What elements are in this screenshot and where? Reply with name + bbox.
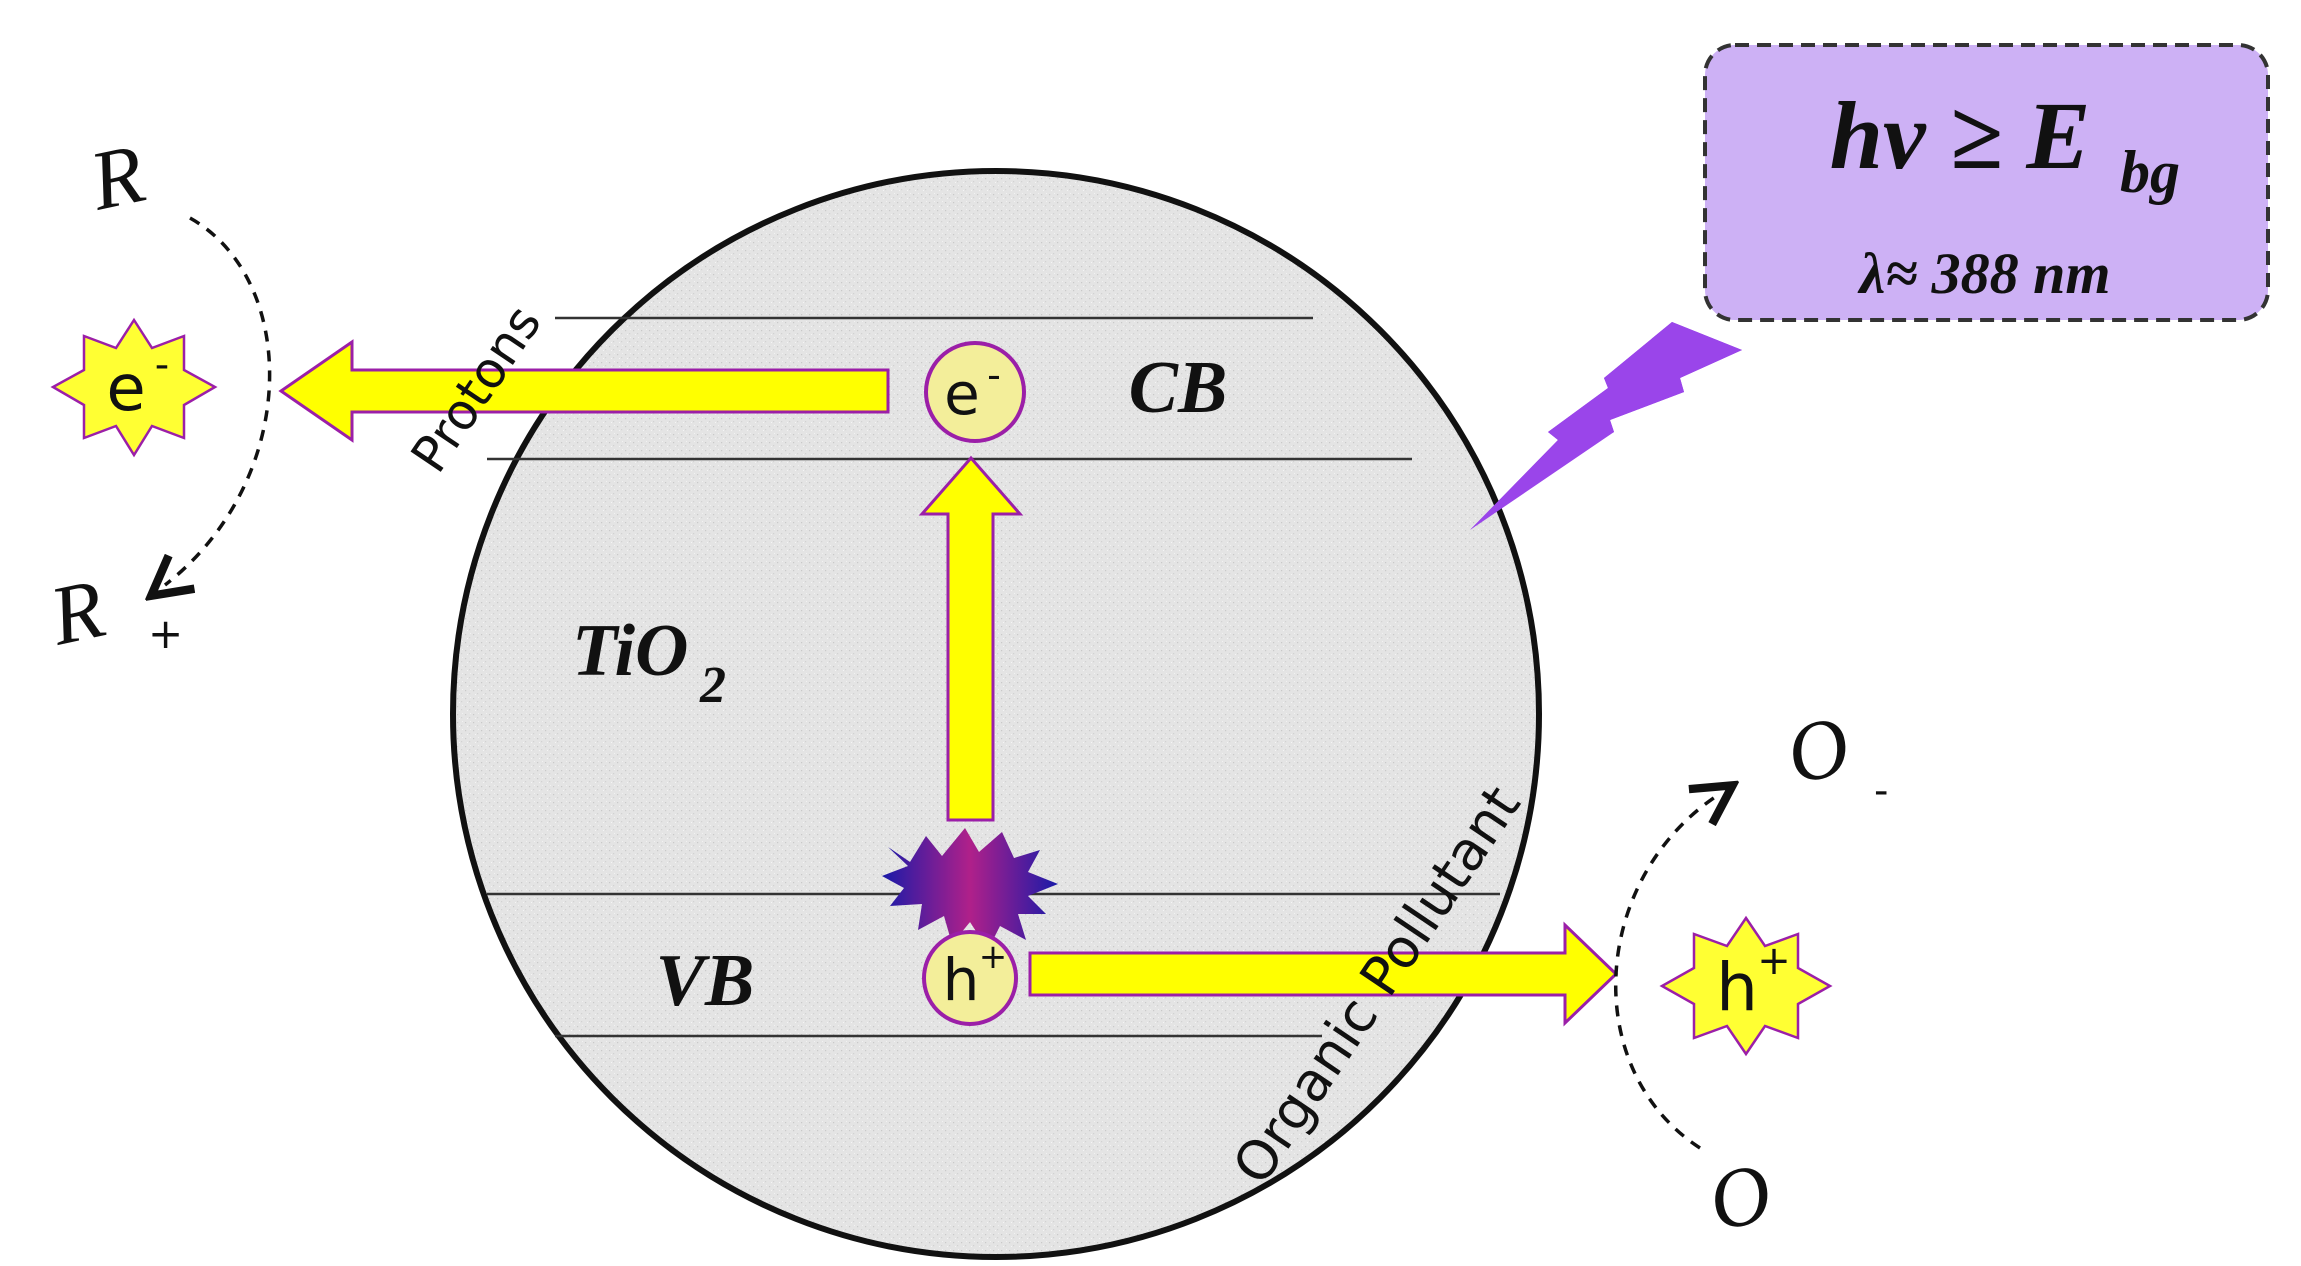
vb-label: VB xyxy=(656,940,755,1022)
hole-bubble-label: h xyxy=(943,946,980,1014)
lightning-highlight xyxy=(1470,322,1742,530)
electron-star-label: e xyxy=(106,352,145,426)
excitation-burst xyxy=(882,828,1058,950)
electron-star-sup: - xyxy=(155,342,169,388)
tio2-subscript: 2 xyxy=(699,657,726,714)
energy-formula-subscript: bg xyxy=(2120,139,2180,205)
hole-bubble xyxy=(922,930,1018,1026)
wavelength-label: λ≈ 388 nm xyxy=(1858,241,2111,306)
electron-bubble xyxy=(924,341,1026,443)
oxidation-arc xyxy=(1613,795,1718,1150)
o-top-sup: - xyxy=(1874,768,1888,814)
o-top-label: O xyxy=(1777,698,1860,804)
hole-bubble-sup: + xyxy=(979,937,1008,977)
electron-bubble-sup: - xyxy=(987,353,1001,397)
hole-star xyxy=(1659,915,1833,1057)
o-bottom-label: O xyxy=(1699,1145,1782,1251)
r-top-label: R xyxy=(82,127,153,229)
energy-formula: hν ≥ E xyxy=(1830,82,2091,189)
hole-star-sup: + xyxy=(1757,938,1791,984)
electron-star xyxy=(50,317,218,458)
electron-transfer-arrow xyxy=(278,339,890,443)
cb-label: CB xyxy=(1129,347,1228,429)
hole-star-label: h xyxy=(1716,949,1758,1026)
hole-transfer-arrow xyxy=(1028,921,1619,1027)
r-bottom-label: R xyxy=(42,562,113,664)
electron-bubble-label: e xyxy=(944,360,980,428)
r-bottom-sup: + xyxy=(148,609,183,658)
energy-condition-box xyxy=(1703,43,2270,322)
excitation-arrow xyxy=(918,455,1024,822)
tio2-particle xyxy=(450,168,1542,1260)
tio2-label: TiO xyxy=(572,610,688,692)
